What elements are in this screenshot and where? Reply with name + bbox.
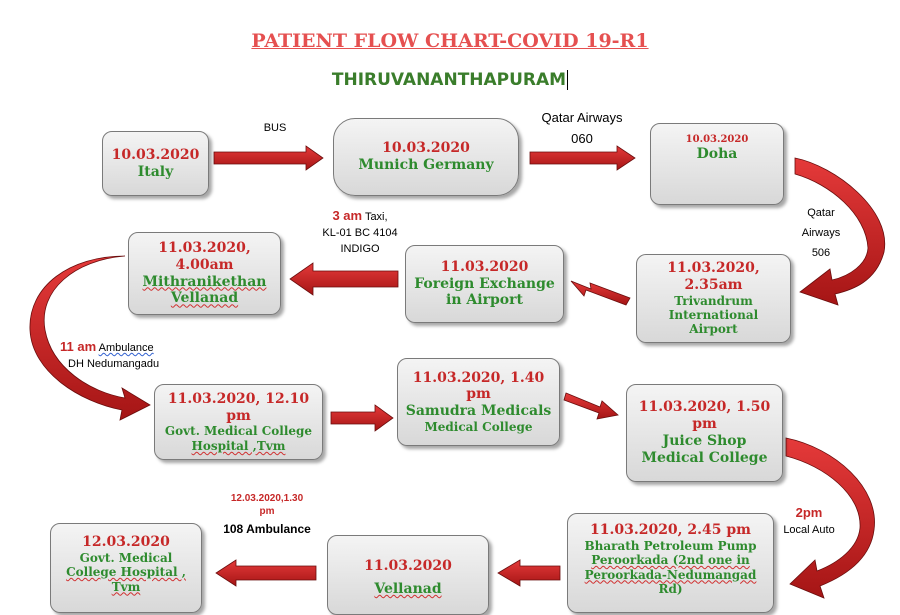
node-place-line1: Govt. Medical <box>79 550 173 565</box>
label-taxi-line2: KL-01 BC 4104 <box>322 226 398 239</box>
label-qatar-506-line1: Qatar <box>807 207 835 219</box>
node-date: 11.03.2020 <box>440 258 529 275</box>
arrow-vellanad-gmc2 <box>215 559 317 587</box>
label-auto-time: 2pm <box>795 505 823 520</box>
label-ambulance-1: 11 am Ambulance DH Nedumangadu <box>60 338 182 373</box>
node-date: 11.03.2020, 1.40 pm <box>412 369 545 403</box>
label-local-auto: 2pm Local Auto <box>778 504 840 539</box>
node-date: 10.03.2020 <box>382 140 470 157</box>
node-place-line2: Vellanad <box>170 290 239 307</box>
arrow-munich-doha <box>529 145 636 171</box>
page-subtitle: THIRUVANANTHAPURAM <box>0 70 900 90</box>
node-date: 11.03.2020 <box>364 558 452 574</box>
label-auto-line1: Local Auto <box>783 523 835 536</box>
node-date: 10.03.2020 <box>111 146 200 163</box>
node-munich: 10.03.2020 Munich Germany <box>333 118 519 196</box>
node-place-line2: Medical College <box>641 449 768 466</box>
node-mithranikethan: 11.03.2020, 4.00am Mithranikethan Vellan… <box>128 232 281 315</box>
node-place-line1: Juice Shop <box>662 433 747 449</box>
arrow-gmc-samudra <box>330 404 394 432</box>
label-ambulance-1-line1: Ambulance <box>98 342 154 354</box>
page-title: PATIENT FLOW CHART-COVID 19-R1 <box>251 30 649 52</box>
flow-arrows <box>29 145 886 599</box>
node-date: 10.03.2020 <box>685 134 749 145</box>
label-108-line1: pm <box>259 506 275 517</box>
arrow-forex-mithra <box>289 262 399 296</box>
node-place-line2: International <box>668 308 759 323</box>
node-place-line1: Bharath Petroleum Pump <box>584 538 757 553</box>
node-place: Doha <box>696 146 738 162</box>
node-place-line1: Govt. Medical College <box>164 424 313 439</box>
arrow-mithra-gmc1 <box>29 255 151 421</box>
node-place-line2: College Hospital , <box>66 565 186 580</box>
node-place-line1: Foreign Exchange <box>414 275 555 292</box>
label-qatar-060-line1: Qatar Airways <box>541 110 623 125</box>
subtitle-text: THIRUVANANTHAPURAM <box>331 70 567 90</box>
arrow-doha-airport <box>794 157 886 306</box>
label-qatar-506-line2: Airways <box>801 226 841 239</box>
node-date: 11.03.2020, 12.10 pm <box>167 390 310 424</box>
arrow-airport-forex <box>570 280 631 306</box>
node-place-line3: Peroorkada-Nedumangad <box>584 567 757 582</box>
label-bus: BUS <box>263 122 287 134</box>
label-taxi-time: 3 am <box>332 208 363 223</box>
arrow-bharath-vellanad <box>497 559 561 587</box>
label-taxi-line3: INDIGO <box>340 242 380 255</box>
node-place-line1: Trivandrum <box>674 293 753 308</box>
node-place-line3: Tvm <box>111 579 141 594</box>
node-date: 12.03.2020 <box>82 534 170 550</box>
node-italy: 10.03.2020 Italy <box>102 131 209 196</box>
node-date: 11.03.2020, 1.50 pm <box>638 399 771 433</box>
node-govt-medical-college-1: 11.03.2020, 12.10 pm Govt. Medical Colle… <box>154 384 323 460</box>
label-taxi: 3 am Taxi, KL-01 BC 4104 INDIGO <box>306 207 414 258</box>
node-place: Vellanad <box>374 580 442 597</box>
node-place-line1: Mithranikethan <box>142 273 267 290</box>
node-date: 11.03.2020, 2.45 pm <box>590 522 751 538</box>
node-place-line1: Samudra Medicals <box>405 403 552 420</box>
text-cursor <box>567 70 569 90</box>
node-trivandrum-airport: 11.03.2020, 2.35am Trivandrum Internatio… <box>636 254 791 343</box>
node-date: 11.03.2020, 4.00am <box>158 239 251 273</box>
node-place: Munich Germany <box>358 157 494 173</box>
label-108-ambulance: 12.03.2020,1.30 pm 108 Ambulance <box>212 492 322 538</box>
node-place-line3: Airport <box>689 322 738 337</box>
label-ambulance-1-time: 11 am <box>60 339 97 354</box>
node-bharath-petroleum: 11.03.2020, 2.45 pm Bharath Petroleum Pu… <box>567 513 774 613</box>
label-taxi-line1: Taxi, <box>364 211 388 223</box>
node-place-line2: Hospital ,Tvm <box>191 438 286 453</box>
label-qatar-060-line2: 060 <box>571 130 593 146</box>
label-qatar-506-line3: 506 <box>811 246 831 259</box>
node-place: Italy <box>137 163 174 180</box>
arrow-samudra-juice <box>563 392 619 420</box>
node-samudra-medicals: 11.03.2020, 1.40 pm Samudra Medicals Med… <box>397 358 560 446</box>
node-vellanad: 11.03.2020 Vellanad <box>327 535 489 615</box>
node-place-line2: in Airport <box>446 292 523 309</box>
label-108-line2: 108 Ambulance <box>223 522 311 536</box>
node-govt-medical-college-2: 12.03.2020 Govt. Medical College Hospita… <box>50 523 202 613</box>
label-108-time: 12.03.2020,1.30 <box>230 493 304 504</box>
node-date: 11.03.2020, 2.35am <box>667 260 760 293</box>
node-doha: 10.03.2020 Doha <box>650 123 784 205</box>
label-qatar-506: Qatar Airways 506 <box>794 204 848 263</box>
label-ambulance-1-line2: DH Nedumangadu <box>68 357 160 370</box>
arrow-italy-munich <box>213 145 324 171</box>
label-qatar-060: Qatar Airways 060 <box>528 108 636 150</box>
node-place-line2: Medical College <box>424 420 533 434</box>
node-place-line2: Peroorkada (2nd one in <box>591 553 750 568</box>
node-foreign-exchange: 11.03.2020 Foreign Exchange in Airport <box>405 245 564 323</box>
node-juice-shop: 11.03.2020, 1.50 pm Juice Shop Medical C… <box>626 384 783 482</box>
arrow-juice-bharath <box>785 437 875 599</box>
node-place-line4: Rd) <box>658 581 683 596</box>
